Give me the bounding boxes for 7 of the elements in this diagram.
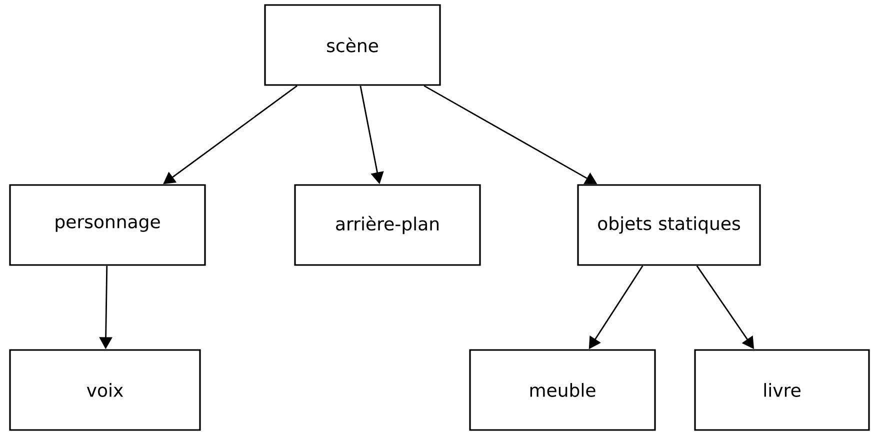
box: personnage <box>9 184 206 266</box>
box: meuble <box>469 349 656 431</box>
box: arrière-plan <box>294 184 481 266</box>
box: objets statiques <box>577 184 761 266</box>
box: livre <box>694 349 870 431</box>
box: scène <box>264 4 441 86</box>
box: voix <box>9 349 201 431</box>
